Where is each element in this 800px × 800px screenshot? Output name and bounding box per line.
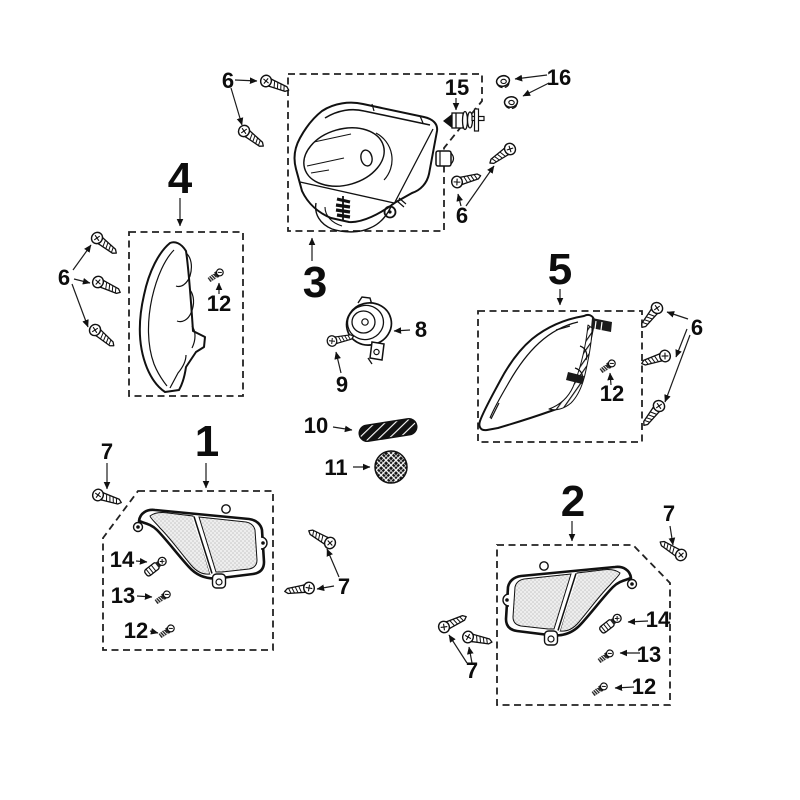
assembly-box-4 [128,231,244,397]
leader-line [627,618,649,625]
leader-line [456,193,463,207]
leader-line [607,372,614,386]
leader-line [72,244,92,271]
leader-line [666,311,689,320]
callout-2: 2 [561,477,585,526]
callout-13-box2: 13 [637,642,661,667]
leader-line [467,646,474,664]
callout-6-top-left: 6 [222,68,234,93]
callout-3: 3 [303,258,327,307]
callout-1: 1 [195,417,219,466]
part-10-grommet [358,417,418,443]
callout-7-box2-top: 7 [663,501,675,526]
assembly-box-3 [287,73,483,232]
leader-line [230,87,244,126]
callout-5: 5 [548,245,572,294]
leader-line [675,328,688,358]
leader-lines [71,74,691,691]
leader-line [71,283,89,328]
callout-12-box1: 12 [124,618,148,643]
callout-11: 11 [324,455,347,480]
callout-14-box2: 14 [646,607,671,632]
part-15-bulb [443,108,485,132]
callout-14-box1: 14 [110,547,135,572]
leader-line [334,351,342,374]
part-4-side-cover [138,241,206,393]
callout-8: 8 [415,317,427,342]
callout-13-box1: 13 [111,583,135,608]
callout-15: 15 [445,75,469,100]
callout-12-box5: 12 [600,381,624,406]
leader-line [149,628,159,635]
callout-6-box3: 6 [456,203,468,228]
callout-16: 16 [547,65,571,90]
callout-7-box1-right: 7 [338,574,350,599]
part-8-horn [345,296,393,365]
leader-line [326,548,340,578]
leader-line [448,634,468,664]
assembly-box-2 [496,544,671,706]
callouts: 4 3 5 1 2 6 16 15 6 12 6 8 9 12 6 10 11 … [58,65,703,699]
assembly-box-5 [477,310,643,443]
leader-line [135,558,148,565]
callout-10: 10 [304,413,328,438]
leader-line [316,584,335,592]
leader-line [73,278,91,285]
leader-line [514,74,548,82]
leader-line [136,593,153,600]
callout-12-box4: 12 [207,291,231,316]
callout-9: 9 [336,372,348,397]
leader-line [332,425,353,433]
leader-line [614,684,635,691]
adjuster-spring [335,196,351,220]
assembly-boxes [102,73,671,706]
callout-7-box1-left: 7 [101,439,113,464]
part-5-headlight-lens [478,313,612,432]
callout-6-box4: 6 [58,265,70,290]
callout-12-box2: 12 [632,674,656,699]
part-11-mesh-plug [374,450,408,484]
callout-7-box2-bottom: 7 [466,658,478,683]
callout-4: 4 [168,154,193,203]
part-3-headlight-housing [293,101,455,233]
leader-line [664,334,691,403]
leader-line [234,77,258,85]
callout-6-box5: 6 [691,315,703,340]
leader-line [668,525,676,546]
leader-line [465,165,495,207]
leader-line [522,82,550,97]
leader-line [393,327,411,334]
